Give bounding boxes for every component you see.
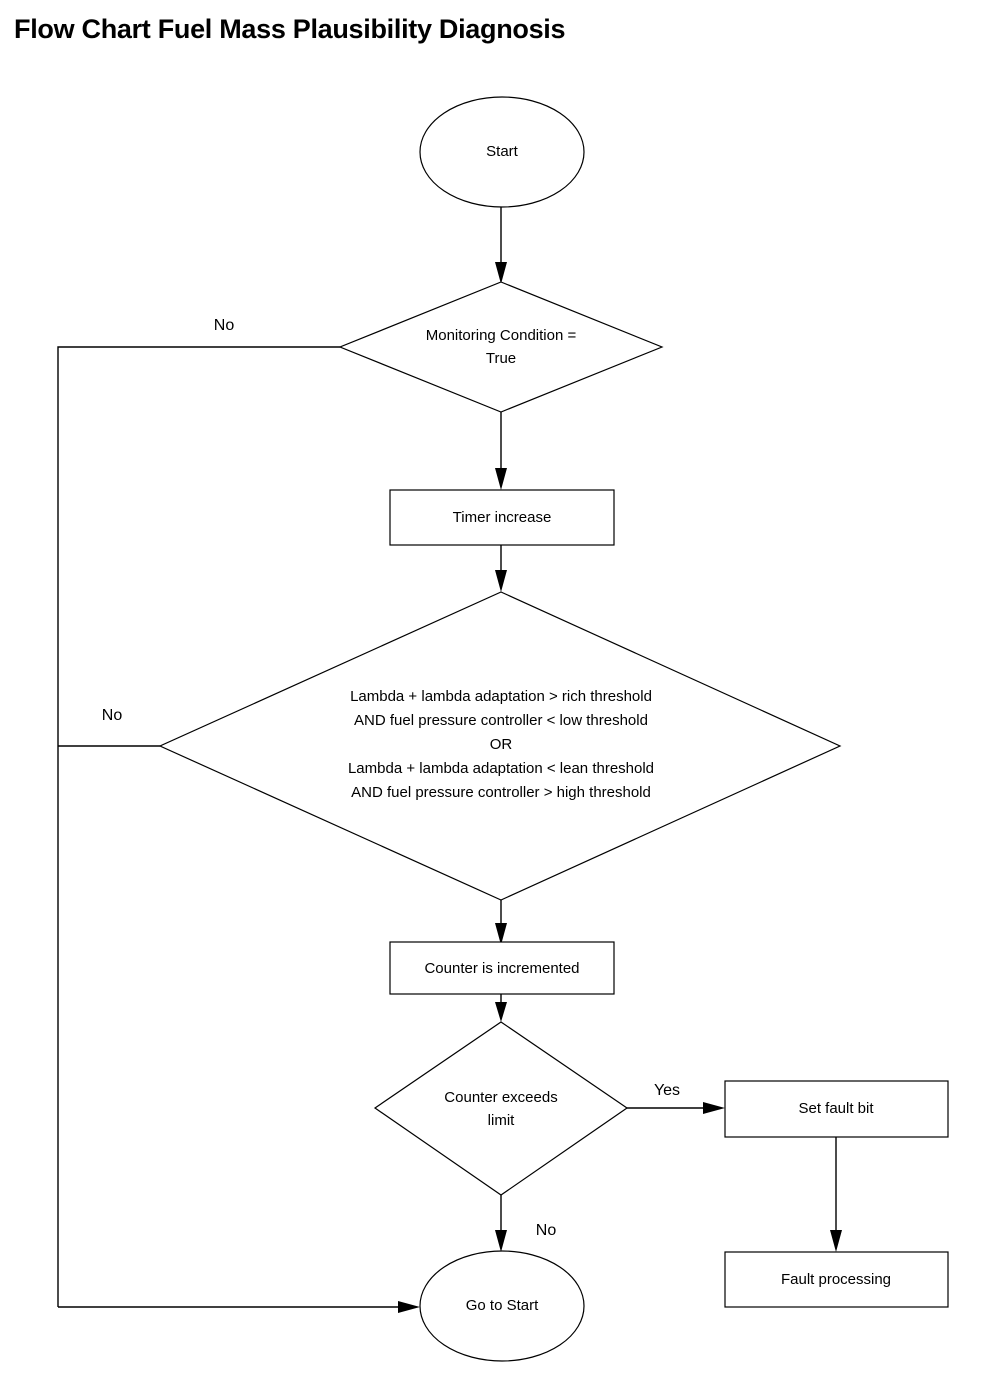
node-timer-increase[interactable]: Timer increase bbox=[389, 489, 615, 546]
node-timer-increase-label: Timer increase bbox=[453, 509, 552, 526]
node-counter-exceeds-limit[interactable]: Counter exceeds limit bbox=[373, 1021, 629, 1196]
node-counter-incremented[interactable]: Counter is incremented bbox=[389, 941, 615, 995]
arrowhead-icon bbox=[495, 570, 507, 592]
node-counter-exceeds-limit-label-line-1: Counter exceeds bbox=[444, 1089, 557, 1106]
node-counter-incremented-label: Counter is incremented bbox=[424, 960, 579, 977]
arrowhead-icon bbox=[495, 262, 507, 284]
edge-timer-to-lambda bbox=[495, 545, 507, 592]
node-lambda-check-label-line-2: AND fuel pressure controller < low thres… bbox=[354, 712, 648, 729]
node-fault-processing[interactable]: Fault processing bbox=[724, 1251, 949, 1308]
node-go-to-start[interactable]: Go to Start bbox=[419, 1250, 585, 1362]
node-set-fault-bit[interactable]: Set fault bit bbox=[724, 1080, 949, 1138]
edge-start-to-monitoring bbox=[495, 207, 507, 284]
node-lambda-check-label-line-3: OR bbox=[490, 736, 513, 753]
edge-exceeds-no-to-go-to-start bbox=[495, 1195, 507, 1252]
arrowhead-icon bbox=[398, 1301, 420, 1313]
arrowhead-icon bbox=[495, 923, 507, 945]
node-fault-processing-label: Fault processing bbox=[781, 1271, 891, 1288]
node-set-fault-bit-label: Set fault bit bbox=[798, 1100, 874, 1117]
arrowhead-icon bbox=[830, 1230, 842, 1252]
edge-lambda-to-counter bbox=[495, 900, 507, 945]
arrowhead-icon bbox=[495, 468, 507, 490]
edge-label-counter-yes: Yes bbox=[654, 1082, 680, 1099]
node-lambda-check[interactable]: Lambda + lambda adaptation > rich thresh… bbox=[158, 591, 842, 901]
arrowhead-icon bbox=[703, 1102, 725, 1114]
node-go-to-start-label: Go to Start bbox=[466, 1297, 539, 1314]
edge-counter-to-exceeds bbox=[495, 994, 507, 1022]
node-monitoring-condition[interactable]: Monitoring Condition = True bbox=[338, 281, 664, 413]
page-title: Flow Chart Fuel Mass Plausibility Diagno… bbox=[14, 14, 566, 44]
arrowhead-icon bbox=[495, 1230, 507, 1252]
edge-label-counter-no: No bbox=[536, 1222, 557, 1239]
node-monitoring-condition-label-line-2: True bbox=[486, 350, 516, 367]
edge-monitoring-to-timer bbox=[495, 412, 507, 490]
node-lambda-check-label-line-1: Lambda + lambda adaptation > rich thresh… bbox=[350, 688, 652, 705]
edge-label-lambda-no: No bbox=[102, 707, 123, 724]
edge-exceeds-yes-to-fault-bit bbox=[627, 1102, 725, 1114]
edge-fault-bit-to-fault-processing bbox=[830, 1137, 842, 1252]
node-start-label: Start bbox=[486, 143, 519, 160]
node-lambda-check-label-line-4: Lambda + lambda adaptation < lean thresh… bbox=[348, 760, 654, 777]
node-start[interactable]: Start bbox=[419, 96, 585, 208]
node-lambda-check-label-line-5: AND fuel pressure controller > high thre… bbox=[351, 784, 651, 801]
node-counter-exceeds-limit-label-line-2: limit bbox=[488, 1112, 515, 1129]
arrowhead-icon bbox=[495, 1002, 507, 1022]
edge-left-rail-to-go-to-start bbox=[58, 1301, 420, 1313]
edge-label-monitoring-no: No bbox=[214, 317, 235, 334]
edge-monitoring-no-loop bbox=[57, 346, 340, 1307]
node-monitoring-condition-label-line-1: Monitoring Condition = bbox=[426, 327, 577, 344]
